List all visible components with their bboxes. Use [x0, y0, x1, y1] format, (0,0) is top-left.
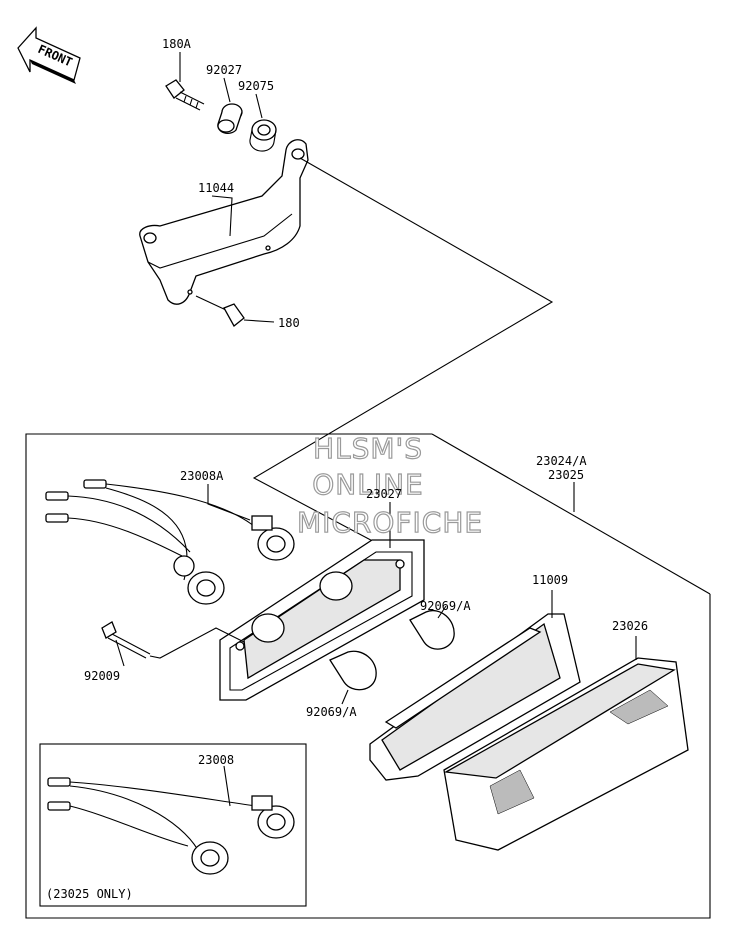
bolt-180: [195, 295, 275, 327]
label-23024a: 23024/A: [536, 454, 587, 468]
harness-23008: [47, 765, 295, 875]
label-23027: 23027: [366, 487, 402, 501]
label-23025-only-note: (23025 ONLY): [46, 887, 133, 901]
bracket-assembly: [139, 79, 309, 327]
label-92069a-top: 92069/A: [420, 599, 471, 613]
leader-lines-lower: [115, 484, 637, 705]
label-92075: 92075: [238, 79, 274, 93]
reflector-11009: [369, 613, 581, 781]
label-23008: 23008: [198, 753, 234, 767]
label-11009: 11009: [532, 573, 568, 587]
lens-mesh-right: [609, 689, 669, 725]
label-23025: 23025: [548, 468, 584, 482]
label-180a: 180A: [162, 37, 192, 51]
watermark-line2: ONLINE: [312, 468, 423, 501]
watermark-line1: HLSM'S: [313, 432, 423, 465]
label-23026: 23026: [612, 619, 648, 633]
screw-92009: [101, 621, 245, 659]
part-labels: 180A 92027 92075 11044 180 23008A 23027 …: [46, 37, 648, 901]
damper-92075: [249, 119, 277, 152]
inset-box-23025-only: [39, 743, 307, 907]
assembly-frame: [25, 433, 711, 919]
label-92027: 92027: [206, 63, 242, 77]
label-180: 180: [278, 316, 300, 330]
label-92009: 92009: [84, 669, 120, 683]
watermark-line3: MICROFICHE: [297, 506, 483, 539]
label-11044: 11044: [198, 181, 234, 195]
bulb-92069a-bottom: [329, 650, 377, 691]
bolt-180a: [165, 79, 205, 111]
label-23008a: 23008A: [180, 469, 224, 483]
label-92069a-bottom: 92069/A: [306, 705, 357, 719]
bracket-11044: [139, 139, 309, 305]
lamp-housing-23027: [219, 539, 425, 701]
leader-lines-top: [179, 52, 554, 547]
bulb-92069a-top: [409, 610, 455, 650]
front-direction-arrow: FRONT: [17, 26, 81, 84]
lens-23026: [443, 657, 689, 851]
lens-mesh-left: [489, 769, 535, 815]
harness-23008a: [45, 479, 295, 605]
watermark: HLSM'S ONLINE MICROFICHE: [296, 431, 483, 539]
collar-92027: [217, 103, 243, 135]
